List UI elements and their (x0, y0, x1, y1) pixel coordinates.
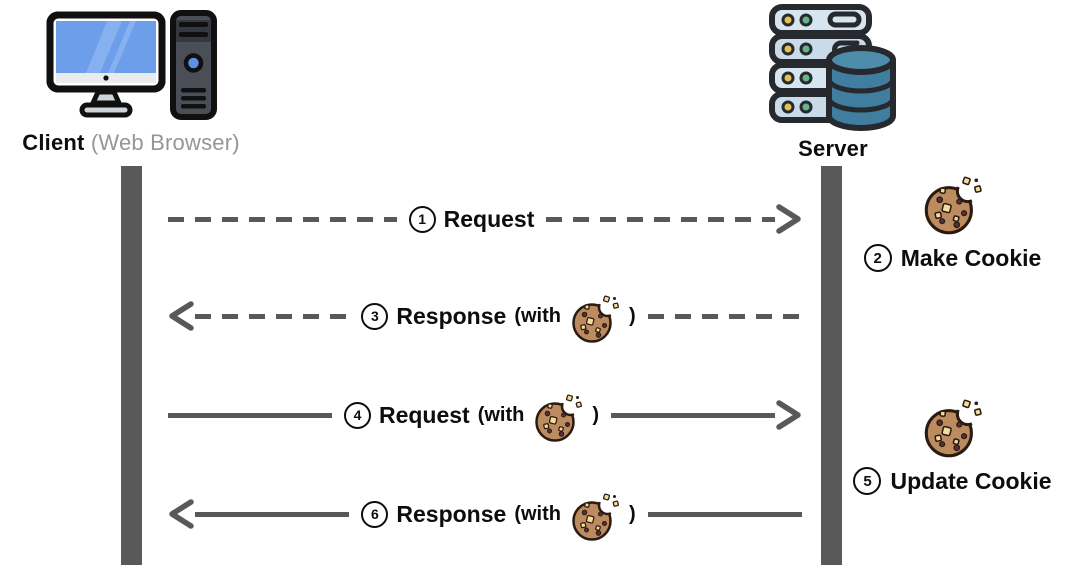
message-label: 6 Response (with ) (349, 489, 647, 539)
chevron-arrowhead-icon (169, 301, 194, 331)
message-label: 3 Response (with ) (349, 291, 647, 341)
actor-client: Client (Web Browser) (22, 10, 240, 156)
paren-close: ) (628, 304, 636, 327)
server-rack-database-icon (769, 4, 896, 131)
step-number: 5 (853, 467, 882, 495)
action-text: Make Cookie (900, 244, 1042, 271)
step-number: 2 (863, 244, 892, 272)
chevron-arrowhead-icon (169, 499, 194, 529)
server-label: Server (798, 136, 868, 162)
message-line (546, 216, 775, 222)
message-response-6: 6 Response (with ) (168, 483, 803, 545)
step-number: 6 (361, 500, 389, 528)
client-label: Client (Web Browser) (22, 130, 240, 156)
message-line (647, 511, 803, 517)
client-name: Client (22, 130, 85, 155)
chevron-arrowhead-icon (776, 400, 801, 430)
server-name: Server (798, 136, 868, 161)
message-label: 1 Request (397, 205, 547, 233)
message-text: Response (396, 302, 507, 329)
cookie-icon (570, 493, 620, 543)
message-line (611, 412, 776, 418)
server-action-update-cookie: 5 Update Cookie (850, 399, 1055, 495)
cookie-icon (922, 176, 983, 237)
message-label: 4 Request (with ) (332, 390, 611, 440)
paren-close: ) (628, 502, 636, 525)
server-lifeline (821, 166, 842, 565)
message-line (195, 313, 350, 319)
message-line (168, 216, 397, 222)
cookie-icon (533, 394, 583, 444)
message-request-4: 4 Request (with ) (168, 384, 802, 446)
action-label: 5 Update Cookie (853, 467, 1052, 495)
action-label: 2 Make Cookie (863, 244, 1042, 272)
message-response-3: 3 Response (with ) (168, 285, 803, 347)
action-text: Update Cookie (890, 467, 1052, 494)
desktop-computer-icon (46, 10, 217, 120)
message-text: Request (378, 401, 470, 428)
step-number: 3 (361, 302, 389, 330)
with-text: (with (514, 304, 561, 327)
with-text: (with (477, 403, 525, 426)
cookie-icon (922, 399, 983, 460)
server-action-make-cookie: 2 Make Cookie (850, 176, 1055, 272)
with-text: (with (514, 502, 561, 525)
message-request-1: 1 Request (168, 188, 802, 250)
step-number: 1 (408, 205, 436, 233)
message-line (168, 412, 332, 418)
client-lifeline (121, 166, 142, 565)
client-detail: (Web Browser) (90, 130, 240, 155)
paren-close: ) (592, 403, 600, 426)
message-text: Request (443, 205, 535, 232)
actor-server: Server (742, 2, 924, 162)
step-number: 4 (343, 401, 371, 429)
message-line (647, 313, 803, 319)
message-text: Response (396, 500, 507, 527)
cookie-icon (570, 295, 620, 345)
chevron-arrowhead-icon (776, 204, 801, 234)
message-line (195, 511, 350, 517)
